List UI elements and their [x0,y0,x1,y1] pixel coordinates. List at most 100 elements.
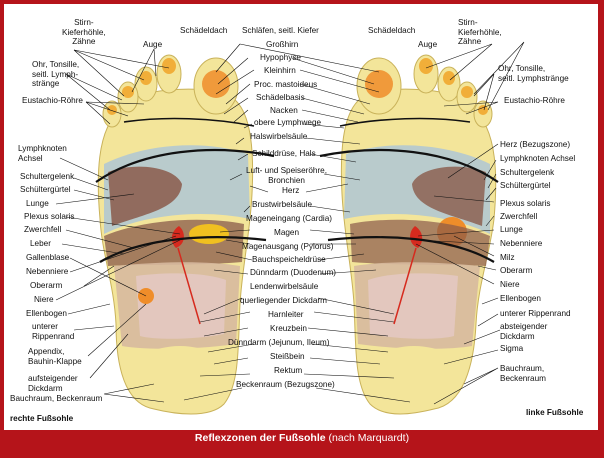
right-toe-3-tip [140,71,152,85]
label-solar-plexus-left: Plexus solaris [500,199,551,208]
label-elbow-right: Ellenbogen [26,309,67,318]
caption-source: (nach Marquardt) [328,432,410,444]
right-stomach-zone [189,224,229,244]
label-thoracic-spine: Brustwirbelsäule [252,200,313,209]
foot-reflexology-diagram [55,41,525,415]
label-gallbladder: Gallenblase [26,253,70,262]
label-stomach: Magen [274,228,300,237]
label-upper-arm-right: Oberarm [30,281,63,290]
right-toe-2-tip [162,58,176,74]
label-left-sole: linke Fußsohle [526,408,584,417]
label-sinus-teeth-left: Stirn-Kieferhöhle,Zähne [458,18,502,46]
label-pancreas: Bauchspeicheldrüse [252,255,326,264]
leader-lines [55,41,525,405]
label-shoulder-girdle-right: Schültergürtel [20,185,71,194]
label-adrenal-right: Nebenniere [26,267,69,276]
label-sinus-teeth-right: Stirn-Kieferhöhle,Zähne [62,18,106,46]
label-solar-plexus-right: Plexus solaris [24,212,75,221]
right-heel-zone [130,346,230,406]
label-liver: Leber [30,239,51,248]
left-small-intestine-zone [368,273,458,339]
label-ureter: Harnleiter [268,310,304,319]
label-right-sole: rechte Fußsohle [10,414,74,423]
left-heart-zone [412,166,486,226]
caption-title: Reflexzonen der Fußsohle [194,432,326,444]
right-neck-line [123,117,255,127]
label-ear-tonsil-right: Ohr, Tonsille,seitl. Lymph-stränge [32,60,80,88]
right-ureter-line [177,247,201,325]
label-sacrum: Kreuzbein [270,324,307,333]
label-spleen: Milz [500,253,515,262]
label-lung-left: Lunge [500,225,523,234]
label-upper-arm-left: Oberarm [500,266,533,275]
label-appendix: Appendix,Bauhin-Klappe [28,347,82,366]
label-cardia: Mageneingang (Cardia) [246,214,333,223]
label-kidney-left: Niere [500,280,520,289]
label-eye-left: Auge [418,40,438,49]
label-lumbar-spine: Lendenwirbelsäule [250,282,319,291]
label-abdomen-pelvis-left: Bauchraum,Beckenraum [500,364,546,383]
left-shoulder-line [319,149,499,183]
label-pelvic-reference: Beckenraum (Bezugszone) [236,380,335,389]
left-toe-2-tip [419,58,433,74]
label-skull-roof-right: Schädeldach [180,26,228,35]
label-kidney-right: Niere [34,295,54,304]
label-ear-tonsil-left: Ohr, Tonsille,seitl. Lymphstränge [498,64,569,83]
diagram-panel: Stirn-Kieferhöhle,Zähne Auge Ohr, Tonsil… [4,4,598,430]
label-upper-lymph: obere Lymphwege [254,118,322,127]
label-pylorus: Magenausgang (Pylorus) [242,242,334,251]
label-elbow-left: Ellenbogen [500,294,541,303]
figure-caption: Reflexzonen der Fußsohle (nach Marquardt… [0,432,604,444]
left-neck-line [339,117,471,127]
label-eye-right: Auge [143,40,163,49]
label-diaphragm-right: Zwerchfell [24,225,62,234]
left-toe-5-tip [478,105,488,115]
left-toe-3-tip [443,71,455,85]
label-skull-base: Schädelbasis [256,93,305,102]
left-toe-4-tip [461,86,473,98]
label-adrenal-left: Nebenniere [500,239,543,248]
label-duodenum: Dünndarm (Duodenum) [250,268,337,277]
right-sole [95,54,275,415]
label-temples-jaw: Schläfen, seitl. Kiefer [242,26,319,35]
left-big-toe-zone [365,70,393,98]
label-shoulder-joint-right: Schultergelenk [20,172,75,181]
label-heart: Herz [282,186,300,195]
label-abdomen-pelvis-right: Bauchraum, Beckenraum [10,394,103,403]
right-toe-4-tip [122,86,134,98]
label-heart-reference: Herz (Bezugszone) [500,140,571,149]
label-trachea-bronchi: Luft- und Speiseröhre,Bronchien [246,166,328,185]
label-transverse-colon: querliegender Dickdarm [240,296,327,305]
label-eustachian-left: Eustachio-Röhre [504,96,565,105]
right-lung-zone [108,166,182,226]
label-cerebrum: Großhirn [266,40,299,49]
right-diaphragm-line [99,236,267,263]
label-thyroid: Schilddrüse, Hals [252,149,316,158]
right-big-toe-zone [202,70,230,98]
label-neck: Nacken [270,106,298,115]
label-cervical-spine: Halswirbelsäule [250,132,308,141]
right-shoulder-line [95,149,275,183]
left-heel-zone [364,346,464,406]
label-lymph-axilla-left: Lymphknoten Achsel [500,154,576,163]
label-rectum: Rektum [274,366,303,375]
left-sole [319,54,499,415]
label-shoulder-joint-left: Schultergelenk [500,168,555,177]
label-mastoid: Proc. mastoideus [254,80,318,89]
label-lung-right: Lunge [26,199,49,208]
label-diaphragm-left: Zwerchfell [500,212,538,221]
label-cerebellum: Kleinhirn [264,66,296,75]
label-eustachian-right: Eustachio-Röhre [22,96,83,105]
label-lower-ribs-left: unterer Rippenrand [500,309,571,318]
label-jejunum-ileum: Dünndarm (Jejunum, Ileum) [228,338,330,347]
right-small-intestine-zone [136,273,226,339]
left-kidney-zone [410,226,423,248]
label-sigmoid: Sigma [500,344,524,353]
label-shoulder-girdle-left: Schültergürtel [500,181,551,190]
left-diaphragm-line [327,236,495,263]
